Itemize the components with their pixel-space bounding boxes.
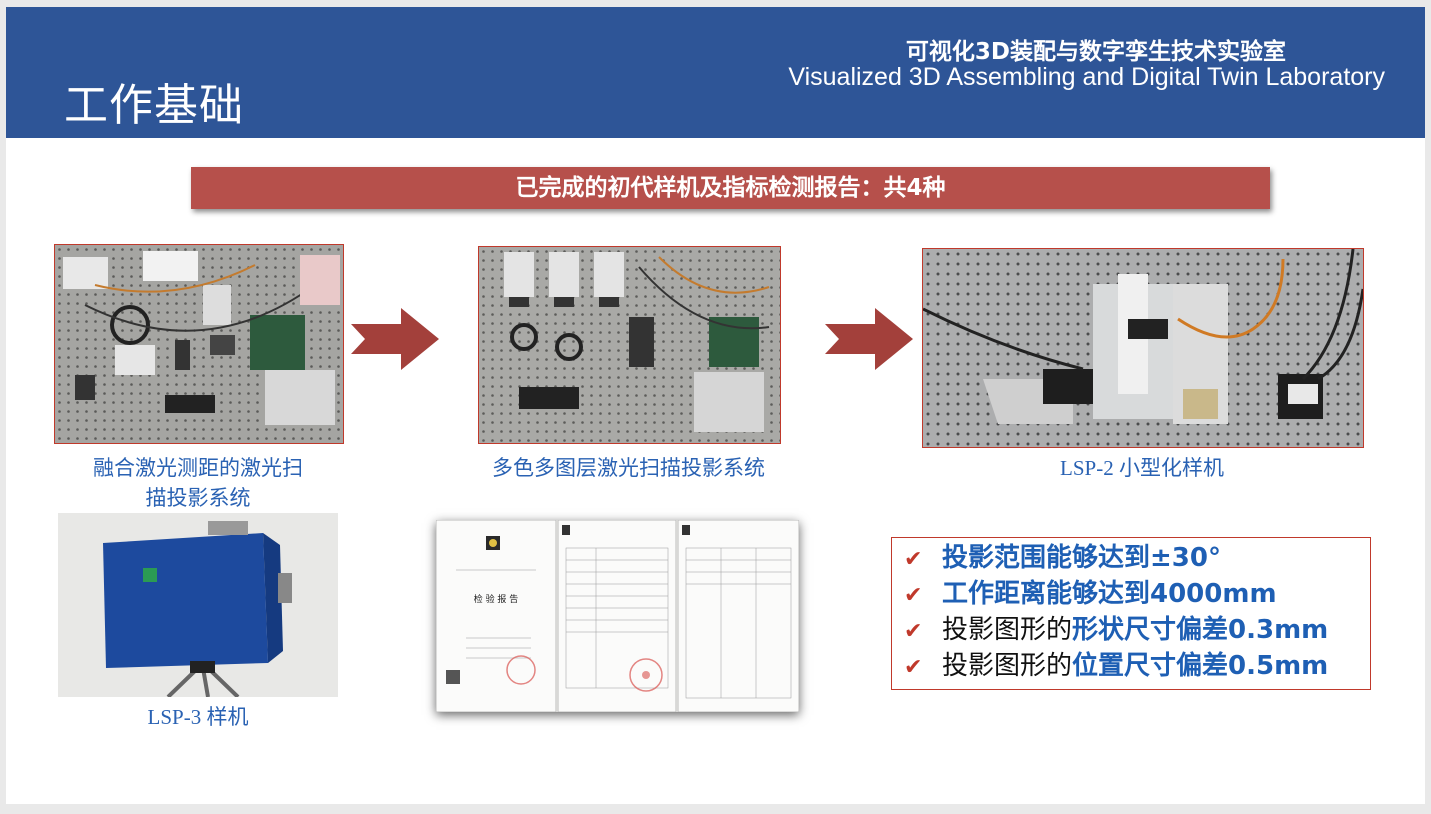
spec-list: ✔投影范围能够达到±30° ✔工作距离能够达到4000mm ✔投影图形的形状尺寸… <box>891 537 1371 690</box>
check-icon: ✔ <box>904 619 923 644</box>
summary-banner: 已完成的初代样机及指标检测报告：共4种 <box>191 167 1270 209</box>
spec-plain: 投影图形的 <box>942 615 1073 645</box>
prototype-photo-4 <box>58 513 338 697</box>
prototype-photo-1 <box>54 244 344 444</box>
prototype-caption-1-line1: 融合激光测距的激光扫 <box>93 456 303 480</box>
prototype-photo-2 <box>478 246 781 444</box>
spec-item: ✔ 工作距离能够达到4000mm <box>904 576 1277 612</box>
prototype-caption-4: LSP-3 样机 <box>147 705 249 729</box>
check-icon: ✔ <box>904 655 923 680</box>
spec-plain: 投影图形的 <box>942 651 1073 681</box>
inspection-report-image: 检 验 报 告 <box>435 519 800 713</box>
spec-item: ✔ 投影图形的位置尺寸偏差0.5mm <box>904 648 1328 684</box>
prototype-caption-1-line2: 描投影系统 <box>145 486 251 510</box>
prototype-photo-3 <box>922 248 1364 448</box>
prototype-caption-3: LSP-2 小型化样机 <box>1060 456 1224 480</box>
header-bar: 工作基础 可视化3D装配与数字孪生技术实验室 Visualized 3D Ass… <box>6 7 1425 138</box>
prototype-caption-2: 多色多图层激光扫描投影系统 <box>492 456 765 480</box>
lab-name-en: Visualized 3D Assembling and Digital Twi… <box>788 63 1385 91</box>
check-icon: ✔ <box>904 547 923 572</box>
arrow-right-icon <box>825 308 913 370</box>
page-title: 工作基础 <box>64 80 244 131</box>
spec-highlight: 工作距离能够达到4000mm <box>942 579 1277 609</box>
arrow-right-icon <box>351 308 439 370</box>
spec-item: ✔ 投影图形的形状尺寸偏差0.3mm <box>904 612 1328 648</box>
prototype-caption-1: 融合激光测距的激光扫 描投影系统 <box>54 453 342 513</box>
check-icon: ✔ <box>904 583 923 608</box>
report-cover-title: 检 验 报 告 <box>474 593 519 605</box>
spec-highlight: 位置尺寸偏差0.5mm <box>1072 651 1329 681</box>
lab-name-cn: 可视化3D装配与数字孪生技术实验室 <box>905 39 1286 65</box>
spec-highlight: 形状尺寸偏差0.3mm <box>1072 615 1329 645</box>
spec-highlight: 投影范围能够达到±30° <box>942 543 1221 573</box>
spec-item: ✔ 投影范围能够达到±30° <box>904 540 1221 576</box>
slide: 工作基础 可视化3D装配与数字孪生技术实验室 Visualized 3D Ass… <box>6 7 1425 804</box>
